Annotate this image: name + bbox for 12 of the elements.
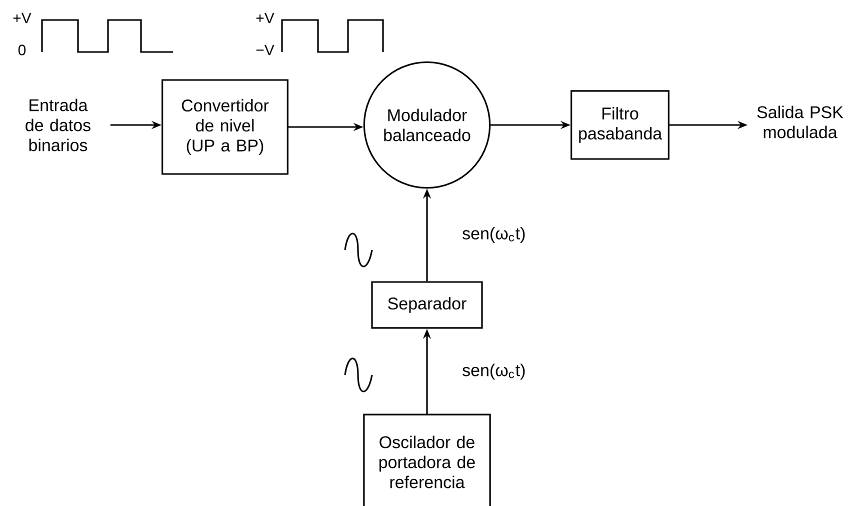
- level-label: +V: [13, 12, 32, 24]
- level-label: 0: [18, 44, 26, 56]
- io-label: Salida PSK modulada: [757, 106, 844, 138]
- level-label: +V: [256, 12, 274, 24]
- block-box: Convertidor de nivel (UP a BP): [162, 79, 288, 175]
- level-label: −V: [256, 44, 274, 56]
- block-box: Separador: [371, 281, 483, 329]
- edge-label: sen(ω$_{c}$t): [462, 364, 525, 380]
- io-label: Entrada de datos binarios: [26, 98, 90, 152]
- edge-label: sen(ω$_{c}$t): [462, 226, 525, 243]
- block-box: Filtro pasabanda: [570, 90, 670, 160]
- oscillator-box: Oscilador de portadora de referencia: [363, 414, 491, 506]
